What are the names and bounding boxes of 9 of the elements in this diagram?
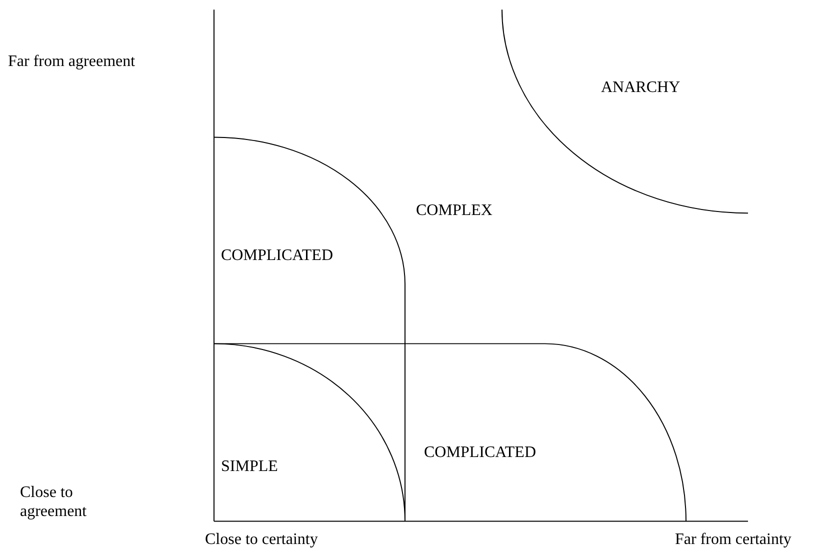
axis-label: Far from certainty (675, 530, 792, 549)
axis-label: Close to agreement (20, 483, 88, 521)
region-label: COMPLEX (416, 201, 492, 220)
region-label: COMPLICATED (424, 443, 536, 462)
axis-label: Close to certainty (205, 530, 318, 549)
region-label: ANARCHY (601, 78, 680, 97)
region-label: COMPLICATED (221, 246, 334, 265)
region-label: SIMPLE (221, 457, 278, 476)
axis-label: Far from agreement (8, 52, 136, 71)
